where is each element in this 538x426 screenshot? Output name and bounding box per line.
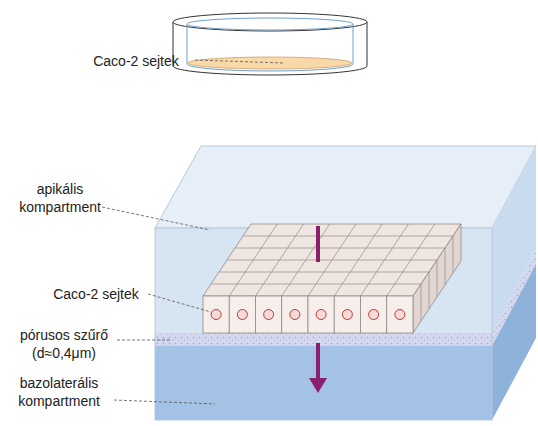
cell-border bbox=[437, 260, 438, 297]
cell-nucleus bbox=[316, 310, 326, 320]
dish-rim bbox=[173, 13, 367, 31]
part-label: apikális kompartment bbox=[12, 180, 108, 216]
insert-wall bbox=[187, 24, 353, 71]
cell-front bbox=[387, 296, 413, 333]
cell-monolayer bbox=[203, 224, 461, 333]
apical-top-face bbox=[155, 146, 536, 228]
basolateral-side-face bbox=[492, 264, 536, 420]
cell-nucleus bbox=[290, 310, 300, 320]
flux-arrow-top bbox=[316, 226, 320, 262]
part-label: pórusos szűrő (d≈0,4μm) bbox=[8, 326, 120, 362]
cell-nucleus bbox=[369, 310, 379, 320]
part-label: Caco-2 sejtek bbox=[80, 52, 192, 70]
cell-front bbox=[361, 296, 387, 333]
filter-front-face bbox=[155, 333, 492, 346]
cell-border bbox=[235, 248, 445, 249]
cell-border bbox=[421, 284, 422, 321]
leader-line bbox=[195, 60, 284, 63]
cell-front bbox=[308, 296, 334, 333]
cell-border bbox=[243, 236, 453, 237]
cell-front bbox=[282, 296, 308, 333]
cell-front bbox=[229, 296, 255, 333]
cell-border bbox=[211, 284, 421, 285]
part-label: Caco-2 sejtek bbox=[44, 285, 148, 303]
cell-front bbox=[334, 296, 360, 333]
basolateral-front-face bbox=[155, 346, 492, 420]
leader-line bbox=[114, 400, 215, 404]
cell-side-surface bbox=[413, 224, 461, 333]
flux-arrow-shaft bbox=[316, 343, 320, 380]
cell-nucleus bbox=[211, 310, 221, 320]
cell-nucleus bbox=[264, 310, 274, 320]
cell-layer-disc bbox=[188, 57, 352, 69]
cell-nucleus bbox=[342, 310, 352, 320]
flux-arrow-head bbox=[309, 378, 327, 393]
cell-nucleus bbox=[395, 310, 405, 320]
cell-front bbox=[256, 296, 282, 333]
leader-line bbox=[117, 340, 170, 341]
cell-border bbox=[219, 272, 429, 273]
cell-front bbox=[203, 296, 229, 333]
leader-line bbox=[102, 207, 210, 230]
cell-border bbox=[445, 248, 446, 285]
leader-line bbox=[148, 294, 211, 312]
cell-border bbox=[429, 272, 430, 309]
insert-rim bbox=[187, 18, 353, 30]
cell-border bbox=[453, 236, 454, 273]
cell-border bbox=[227, 260, 437, 261]
part-label: bazolaterális kompartment bbox=[2, 374, 116, 410]
cell-nucleus bbox=[237, 310, 247, 320]
culture-dish bbox=[173, 13, 367, 75]
